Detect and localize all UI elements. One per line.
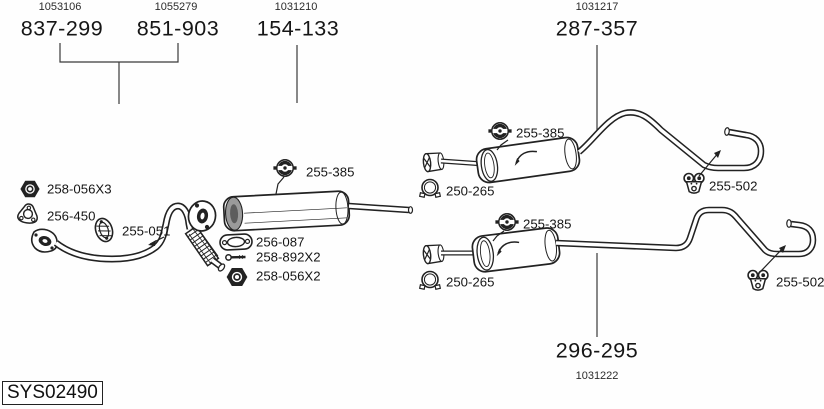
label-rear-clamp[interactable]: 250-265 (446, 274, 495, 290)
rubber-ring-mount-icon (486, 121, 514, 141)
label-front-hanger[interactable]: 255-051 (122, 223, 171, 239)
label-front-gasket[interactable]: 256-450 (47, 208, 96, 224)
triangle-gasket-icon (17, 203, 39, 224)
flex-pipe-section (184, 225, 226, 272)
oval-gasket-icon (219, 233, 253, 251)
label-mid-bolt[interactable]: 258-892X2 (256, 249, 321, 265)
front-pipe-bracket (59, 43, 179, 104)
pipe-clamp-icon (418, 270, 442, 291)
catalog-number-3: 1031210 (274, 1, 318, 13)
top-muffler-drawing (421, 109, 765, 184)
catalog-number-1: 1053106 (38, 1, 82, 13)
rubber-hanger-icon (94, 217, 114, 243)
hex-nut-icon (225, 267, 249, 287)
system-code-text: SYS02490 (7, 382, 98, 403)
catalog-number-2: 1055279 (154, 1, 198, 13)
assembly-number-4[interactable]: 287-357 (555, 16, 639, 41)
label-rear-hanger[interactable]: 255-385 (523, 216, 572, 232)
rubber-bracket-icon (683, 172, 705, 194)
rubber-ring-mount-icon (271, 158, 299, 178)
pipe-clamp-icon (418, 178, 442, 199)
rear-silencer-drawing (421, 206, 817, 273)
label-top-clamp[interactable]: 250-265 (446, 183, 495, 199)
catalog-number-rear: 1031222 (575, 370, 619, 382)
rubber-ring-mount-icon (493, 212, 521, 232)
catalog-number-4: 1031217 (575, 1, 619, 13)
label-top-hanger[interactable]: 255-385 (516, 125, 565, 141)
assembly-number-2[interactable]: 851-903 (136, 16, 220, 41)
rubber-bracket-icon (747, 269, 769, 291)
callout-leader-lines (59, 43, 598, 337)
bolt-icon (225, 253, 246, 261)
assembly-number-3[interactable]: 154-133 (256, 16, 340, 41)
icon-leader-lines (148, 139, 786, 272)
label-mid-gasket[interactable]: 256-087 (256, 234, 305, 250)
label-top-mount[interactable]: 255-502 (709, 178, 758, 194)
label-front-nut[interactable]: 258-056X3 (47, 181, 112, 197)
mid-muffler-drawing (187, 190, 414, 232)
label-mid-hanger[interactable]: 255-385 (306, 164, 355, 180)
label-rear-mount[interactable]: 255-502 (776, 274, 824, 290)
assembly-number-1[interactable]: 837-299 (20, 16, 104, 41)
hex-nut-icon (19, 179, 41, 199)
label-mid-nut[interactable]: 258-056X2 (256, 268, 321, 284)
assembly-number-rear[interactable]: 296-295 (555, 338, 639, 363)
front-pipe-drawing (30, 202, 226, 272)
system-code-badge[interactable]: SYS02490 (2, 381, 103, 405)
